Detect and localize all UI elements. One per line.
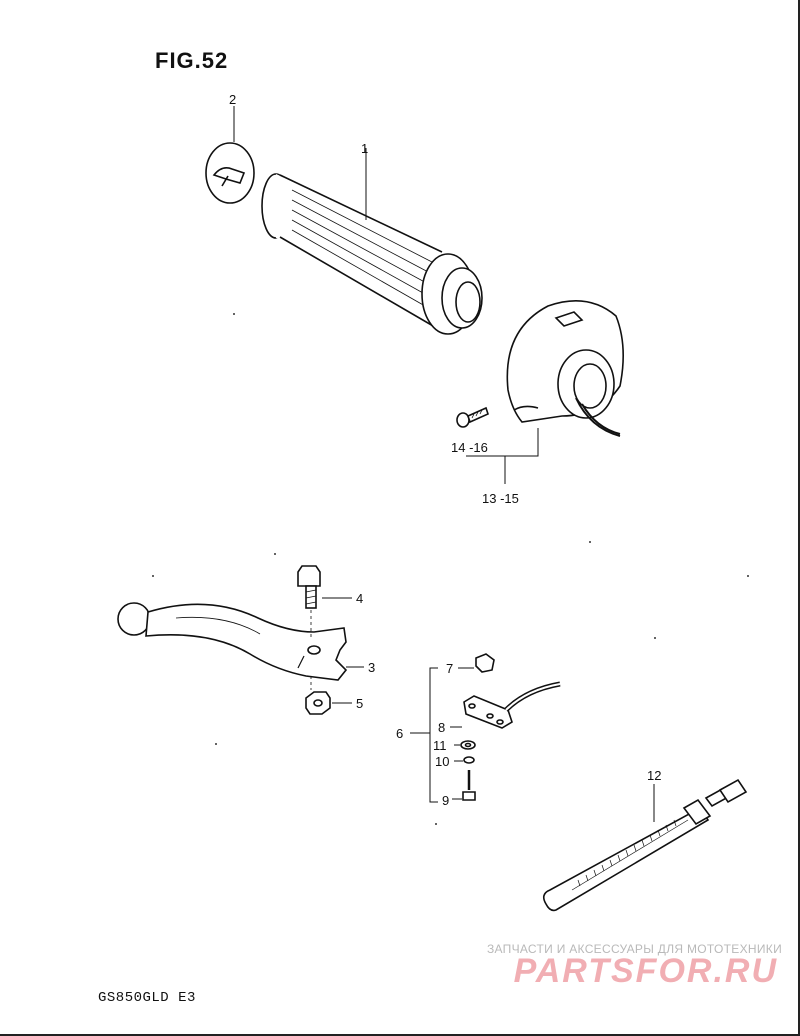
page-border-right xyxy=(798,0,800,1036)
lever-nut xyxy=(305,676,352,715)
model-code: GS850GLD E3 xyxy=(98,990,196,1006)
switch-washer-11 xyxy=(454,740,476,750)
callout-9: 9 xyxy=(442,793,450,808)
callout-1: 1 xyxy=(361,141,369,156)
callout-5: 5 xyxy=(356,696,364,711)
callout-12: 12 xyxy=(647,768,662,783)
callout-7: 7 xyxy=(446,661,454,676)
callout-3: 3 xyxy=(368,660,376,675)
switch-washer-10 xyxy=(454,756,475,764)
callout-2: 2 xyxy=(229,92,237,107)
cable-tie xyxy=(542,778,748,912)
callout-10: 10 xyxy=(435,754,450,769)
page-border-bottom xyxy=(0,1034,800,1036)
brake-switch-plate xyxy=(450,681,561,729)
switch-screw xyxy=(452,770,476,801)
switch-housing xyxy=(506,300,624,437)
callout-8: 8 xyxy=(438,720,446,735)
callout-14-16: 14 -16 xyxy=(451,440,488,455)
watermark-logo: PARTSFOR.RU xyxy=(513,952,778,990)
grip-end-cap xyxy=(205,106,255,204)
scan-dots xyxy=(152,313,749,825)
callout-6: 6 xyxy=(396,726,404,741)
switch-clip xyxy=(458,653,495,673)
callout-4: 4 xyxy=(356,591,364,606)
lever-pivot-bolt xyxy=(297,565,352,640)
callout-13-15: 13 -15 xyxy=(482,491,519,506)
housing-screw xyxy=(456,406,489,428)
figure-title: FIG.52 xyxy=(155,48,229,73)
handlebar-grip xyxy=(261,148,483,335)
brake-lever xyxy=(117,602,348,681)
watermark-tagline: ЗАПЧАСТИ И АКСЕССУАРЫ ДЛЯ МОТОТЕХНИКИ xyxy=(486,942,782,956)
callout-11: 11 xyxy=(433,738,447,753)
